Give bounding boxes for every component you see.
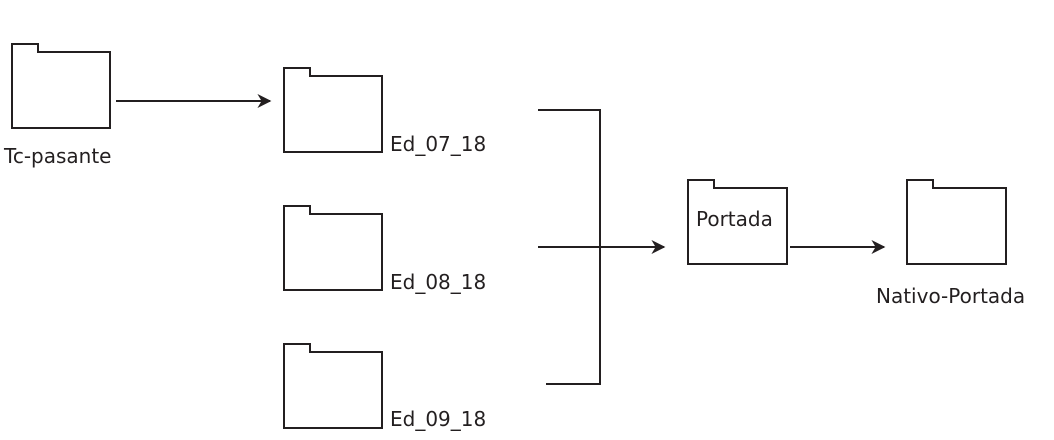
folder-label-ed-07-18: Ed_07_18 [390, 132, 487, 156]
folder-icon [283, 67, 383, 153]
folder-label-ed-08-18: Ed_08_18 [390, 270, 487, 294]
folder-label-nativo-portada: Nativo-Portada [876, 284, 1026, 308]
folder-icon [11, 43, 111, 129]
folder-icon [283, 205, 383, 291]
folder-label-portada: Portada [696, 207, 773, 231]
folder-icon [906, 179, 1007, 265]
folder-icon [283, 343, 383, 429]
folder-label-ed-09-18: Ed_09_18 [390, 407, 487, 431]
folder-label-tc-pasante: Tc-pasante [4, 144, 112, 168]
folder-icon [687, 179, 788, 265]
